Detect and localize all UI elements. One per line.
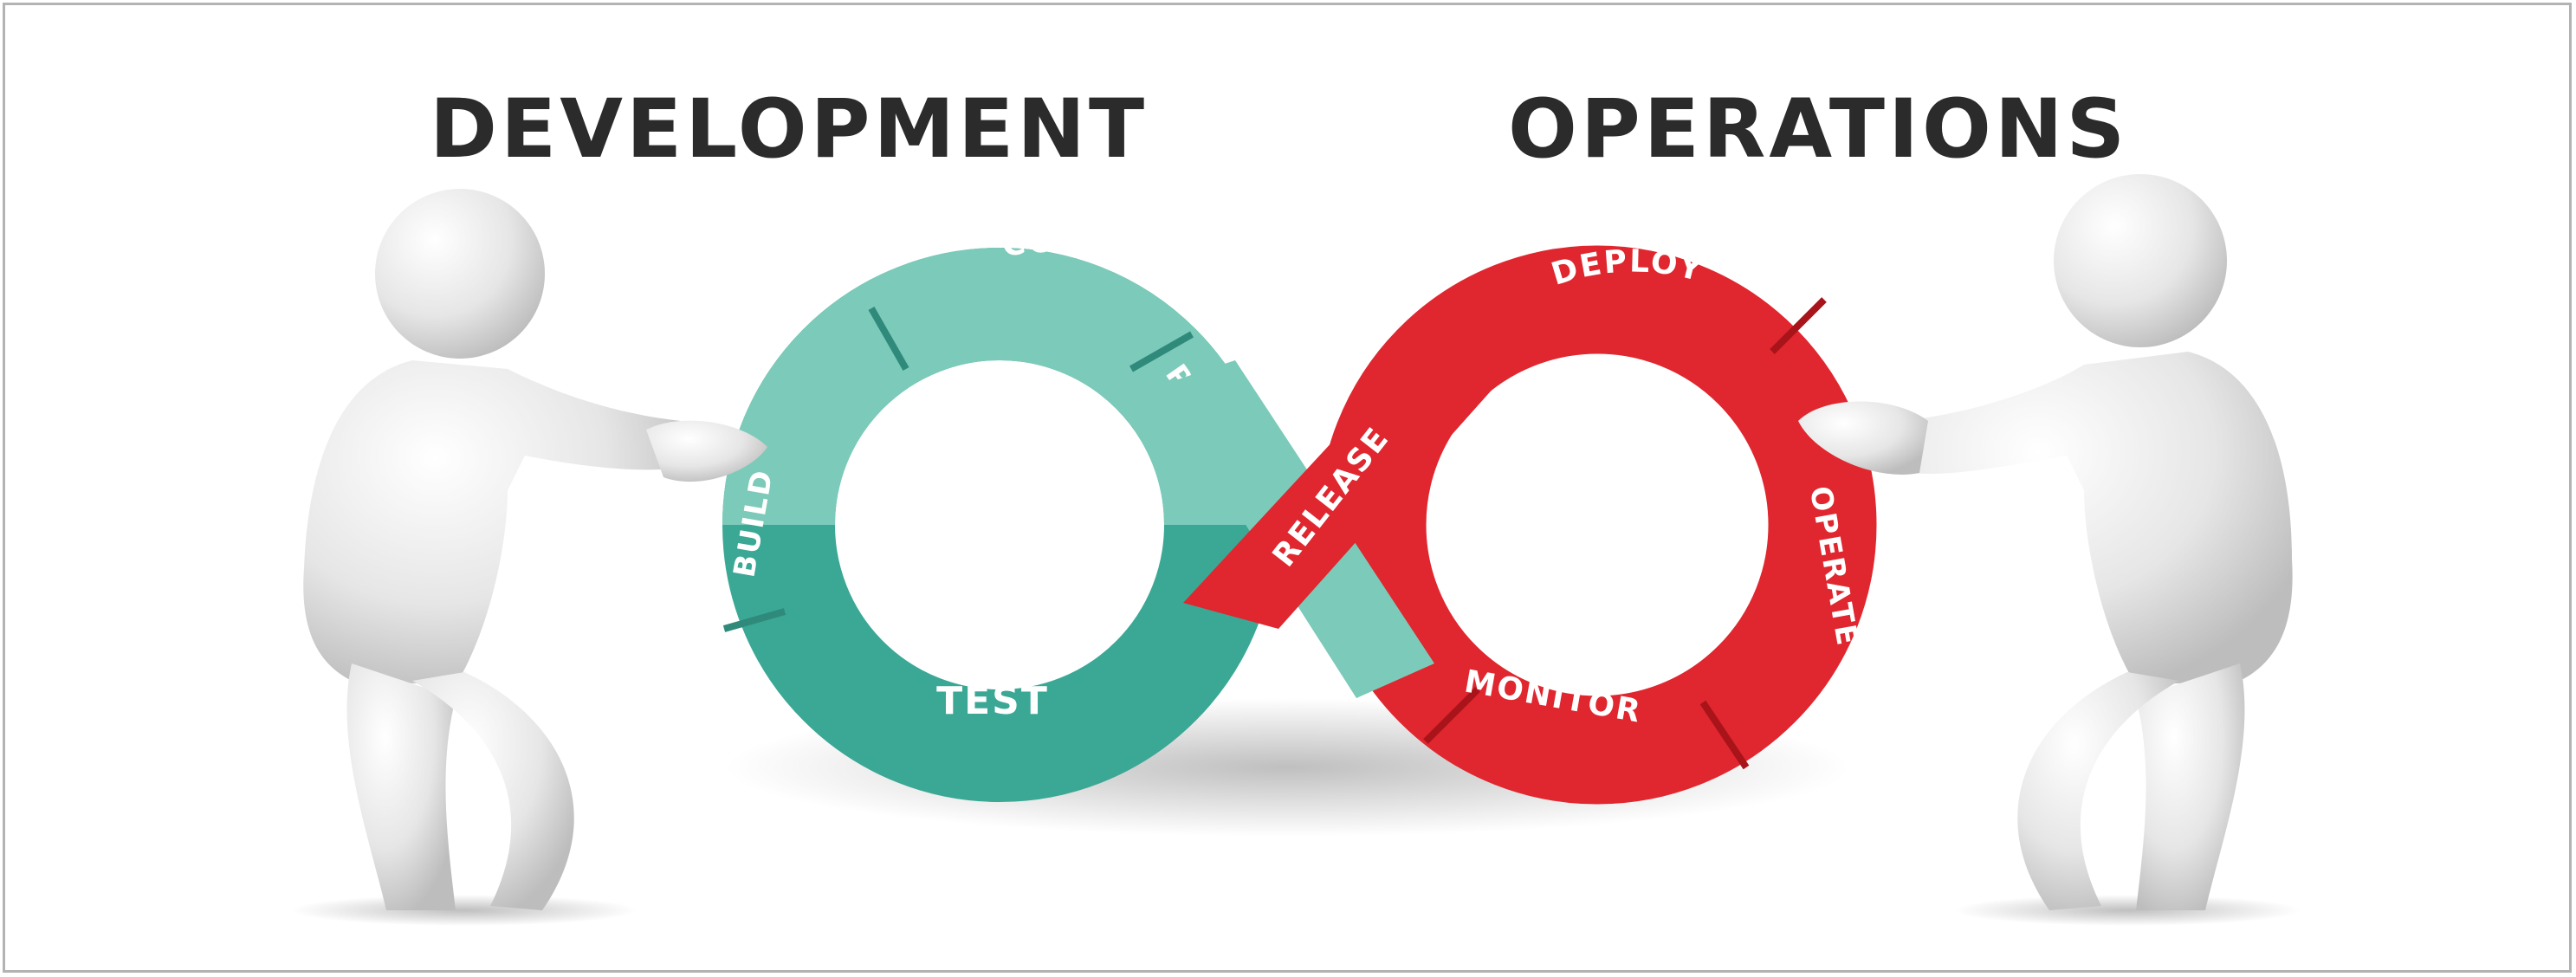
dev-loop: CODE PLAN BUILD TEST bbox=[722, 223, 1277, 802]
left-figure-head bbox=[375, 189, 545, 359]
deploy-segment-divider bbox=[1770, 297, 1827, 354]
operate-segment-divider bbox=[1423, 687, 1480, 744]
loop-crossing: RELEASE bbox=[1157, 343, 1495, 698]
right-figure-back-leg bbox=[2136, 663, 2245, 910]
left-figure-torso bbox=[303, 360, 681, 685]
right-figure-shadow bbox=[1954, 895, 2301, 926]
left-figure bbox=[291, 189, 767, 926]
plan-segment-divider bbox=[1129, 331, 1194, 372]
build-segment-divider bbox=[722, 608, 786, 632]
right-figure-front-leg bbox=[2017, 672, 2179, 910]
right-figure-hand bbox=[1798, 401, 1928, 475]
test-label: TEST bbox=[936, 679, 1049, 723]
left-figure-front-leg bbox=[412, 672, 574, 910]
operations-heading: OPERATIONS bbox=[1508, 82, 2128, 177]
left-figure-back-leg bbox=[346, 663, 456, 910]
devops-infinity-diagram: DEVELOPMENT OPERATIONS CODE PLAN BUILD T… bbox=[291, 82, 2301, 926]
release-arrow-head bbox=[1400, 343, 1495, 386]
dev-loop-upper-segment bbox=[722, 248, 1277, 526]
ops-loop: DEPLOY OPERATE MONITOR bbox=[1317, 243, 1877, 805]
monitor-segment-divider bbox=[1699, 700, 1750, 770]
left-figure-hand bbox=[646, 420, 767, 482]
code-segment-divider bbox=[868, 307, 909, 371]
left-figure-shadow bbox=[291, 895, 638, 926]
development-heading: DEVELOPMENT bbox=[430, 82, 1148, 177]
diagram-frame: DEVELOPMENT OPERATIONS CODE PLAN BUILD T… bbox=[3, 3, 2572, 973]
right-figure-torso bbox=[1902, 352, 2293, 685]
ops-loop-ring bbox=[1317, 245, 1877, 805]
right-figure bbox=[1798, 174, 2301, 926]
right-figure-head bbox=[2054, 174, 2227, 347]
release-crossing-band bbox=[1183, 369, 1495, 629]
